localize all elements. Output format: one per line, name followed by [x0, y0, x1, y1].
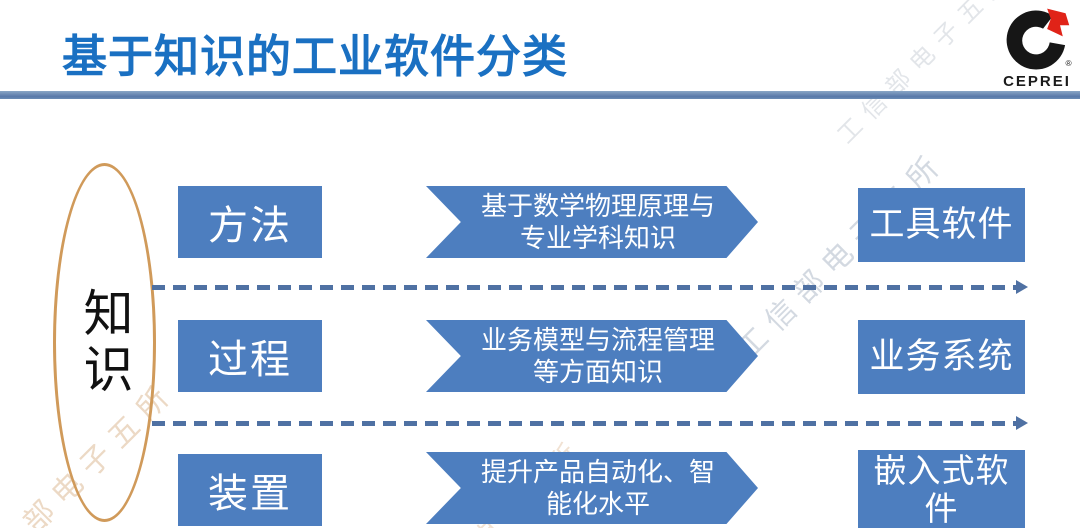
- desc-line: 能化水平: [545, 489, 650, 519]
- dashed-arrow-2: [152, 416, 1028, 430]
- category-box-method: 方法: [178, 186, 322, 258]
- knowledge-ellipse: 知识: [53, 163, 156, 522]
- desc-arrow-process: 业务模型与流程管理 等方面知识: [426, 320, 758, 392]
- title-underline: [0, 91, 1080, 99]
- knowledge-label: 知识: [76, 286, 133, 399]
- desc-arrow-method: 基于数学物理原理与 专业学科知识: [426, 186, 758, 258]
- result-box-embedded-software: 嵌入式软件: [858, 450, 1025, 528]
- result-box-business-system: 业务系统: [858, 320, 1025, 394]
- brand-name: CEPREI: [1003, 73, 1071, 90]
- cepri-logo: ® CEPREI: [998, 5, 1076, 90]
- desc-arrow-device: 提升产品自动化、智 能化水平: [426, 452, 758, 524]
- desc-line: 等方面知识: [532, 357, 663, 387]
- desc-line: 提升产品自动化、智: [480, 456, 715, 487]
- result-box-tool-software: 工具软件: [858, 188, 1025, 262]
- registered-mark-icon: ®: [1066, 59, 1072, 68]
- cepri-logo-c-icon: ®: [1006, 8, 1072, 70]
- category-box-process: 过程: [178, 320, 322, 392]
- category-box-device: 装置: [178, 454, 322, 526]
- desc-line: 专业学科知识: [519, 223, 676, 253]
- desc-line: 基于数学物理原理与: [480, 190, 715, 221]
- watermark-text: 工信部电子五所: [832, 0, 1020, 150]
- page-title: 基于知识的工业软件分类: [62, 31, 569, 82]
- desc-line: 业务模型与流程管理: [480, 324, 715, 355]
- dashed-arrow-1: [152, 280, 1028, 294]
